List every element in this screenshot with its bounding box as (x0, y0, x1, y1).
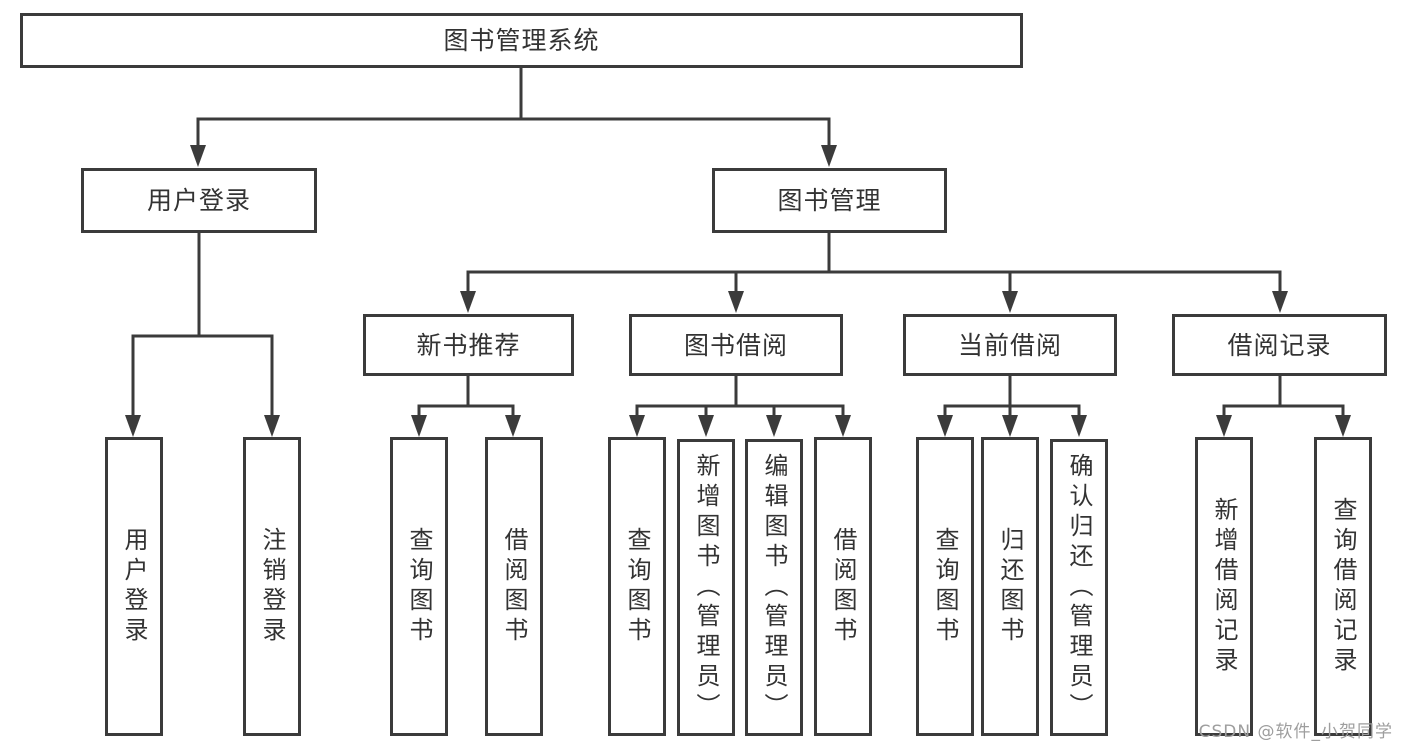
leaf-current-confirm-return-admin: 确认归还（管理员） (1050, 439, 1108, 736)
node-user-login-group: 用户登录 (81, 168, 317, 233)
node-book-borrow: 图书借阅 (629, 314, 843, 376)
leaf-newbook-borrow-books: 借阅图书 (485, 437, 543, 736)
node-root: 图书管理系统 (20, 13, 1023, 68)
leaf-current-query-books: 查询图书 (916, 437, 974, 736)
leaf-records-query-record: 查询借阅记录 (1314, 437, 1372, 736)
node-new-book-recommend: 新书推荐 (363, 314, 574, 376)
leaf-user-login: 用户登录 (105, 437, 163, 736)
node-borrow-records: 借阅记录 (1172, 314, 1387, 376)
leaf-records-add-record: 新增借阅记录 (1195, 437, 1253, 736)
watermark: CSDN @软件_小贺同学 (1198, 722, 1393, 742)
node-current-borrow: 当前借阅 (903, 314, 1117, 376)
leaf-newbook-query-books: 查询图书 (390, 437, 448, 736)
leaf-borrow-add-books-admin: 新增图书（管理员） (677, 439, 735, 736)
leaf-logout: 注销登录 (243, 437, 301, 736)
leaf-current-return-books: 归还图书 (981, 437, 1039, 736)
node-book-management: 图书管理 (712, 168, 947, 233)
leaf-borrow-edit-books-admin: 编辑图书（管理员） (745, 439, 803, 736)
leaf-borrow-query-books: 查询图书 (608, 437, 666, 736)
leaf-borrow-borrow-books: 借阅图书 (814, 437, 872, 736)
